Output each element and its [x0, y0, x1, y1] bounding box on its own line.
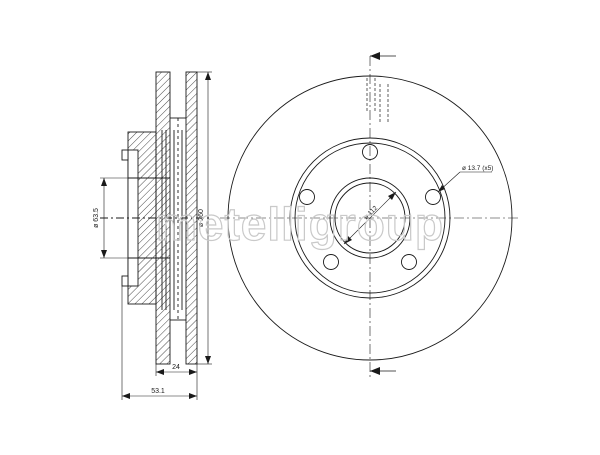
side-view [100, 71, 212, 400]
wear-slot-marks [366, 78, 389, 124]
dim-disc-diameter [197, 71, 212, 365]
cooling-vanes [170, 117, 186, 321]
front-view [220, 52, 520, 380]
bolt-hole-2 [425, 189, 441, 205]
rib-stripes [161, 130, 183, 310]
label-hub-diameter: ø 63.5 [93, 208, 100, 228]
section-arrow-top [370, 52, 396, 60]
dim-pcd [343, 191, 397, 245]
dim-total-height [121, 286, 198, 400]
dim-bolt-hole [437, 171, 492, 193]
bolt-hole-5 [299, 189, 315, 205]
bolt-hole-4 [323, 254, 339, 270]
label-bolt-hole: ø 13.7 (x5) [462, 165, 493, 172]
label-thickness: 24 [172, 364, 180, 371]
label-total-height: 53.1 [151, 388, 165, 395]
dim-hub-diameter [100, 177, 128, 259]
label-disc-diameter: ø 260 [198, 209, 205, 227]
dim-thickness [155, 364, 198, 376]
watermark-logo: metelligroup [156, 198, 444, 250]
bolt-hole-3 [401, 254, 417, 270]
section-arrow-bottom [370, 367, 396, 375]
